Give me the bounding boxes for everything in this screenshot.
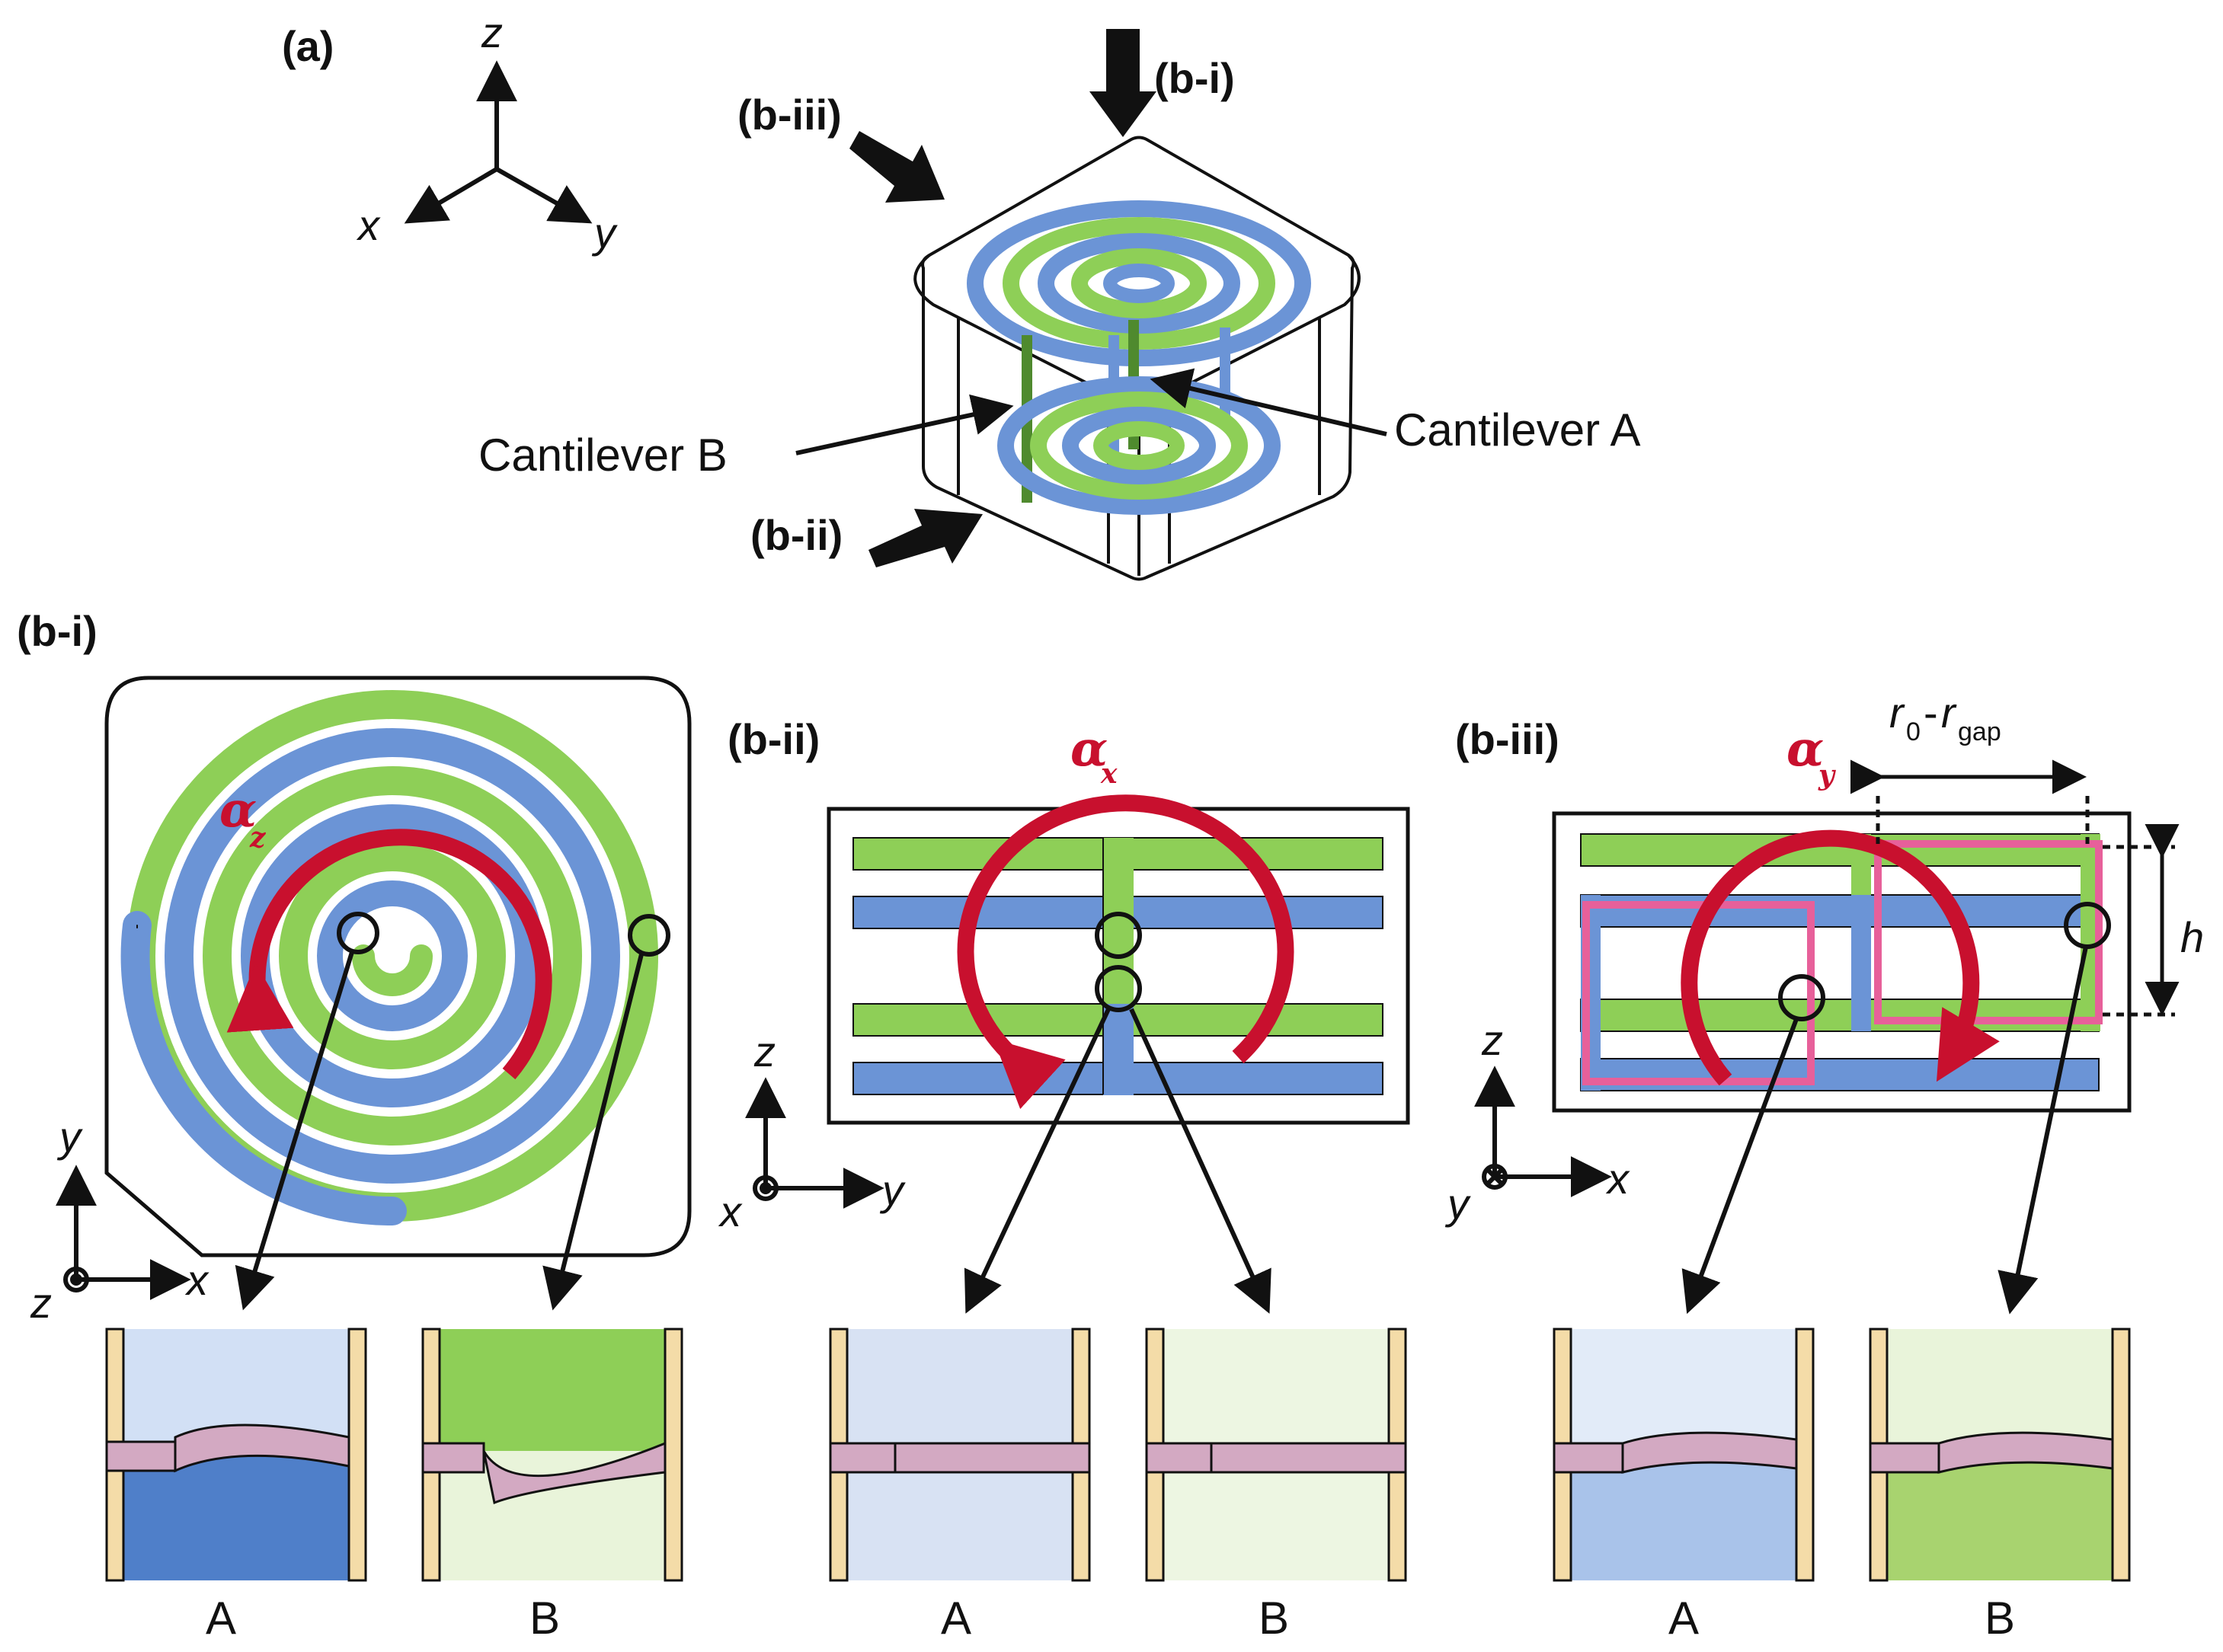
b-ii-layers [852,837,1383,1095]
y-axis-arrow [495,167,593,224]
alpha-z-subscript: z [249,822,267,854]
cantilever-a-label: Cantilever A [1394,404,1641,455]
rotation-arrow-y [1681,829,2000,1086]
view-arrow-b-i [1089,29,1156,137]
panel-a: (a) z x y [282,8,1641,581]
bottom-spiral [997,376,1281,515]
b-i-axis-x: x [184,1256,210,1304]
b-i-axes [56,1165,191,1300]
inset-label-b-iii-a: A [1668,1593,1699,1644]
b-i-axis-z: z [30,1279,52,1327]
view-arrow-b-iii [849,131,945,203]
b-ii-marker-b [1095,965,1142,1012]
b-ii-axis-z: z [753,1027,776,1075]
inset-b-ii-a [829,1328,1091,1582]
axis-triad-a [404,60,593,224]
rotation-arrow-x [957,794,1294,1110]
alpha-z-symbol: α [219,781,257,839]
inset-b-iii-a [1553,1328,1815,1582]
b-iii-pointer-a [1681,1018,1799,1315]
alpha-y-symbol: α [1786,721,1824,778]
b-iii-axis-x: x [1605,1155,1630,1203]
alpha-x-subscript: x [1100,758,1118,790]
dimension-r0-rgap [1850,759,2090,844]
inset-label-b-ii-a: A [941,1593,971,1644]
b-ii-marker-a [1095,912,1142,959]
cantilever-b-pointer [795,394,1014,455]
inset-b-i-b [421,1328,683,1582]
inset-label-b-ii-b: B [1259,1593,1289,1644]
rotation-arrow-z [226,829,552,1080]
view-arrow-b-ii [868,509,983,567]
axis-z-label: z [481,8,503,56]
b-ii-pointer-b [1129,1008,1271,1314]
b-iii-axis-y: y [1444,1180,1471,1228]
b-i-pointer-a [235,951,354,1311]
x-axis-arrow [404,167,498,224]
panel-b-i-label: (b-i) [17,607,98,655]
panel-b-iii-label: (b-iii) [1455,715,1559,763]
b-ii-axis-x: x [718,1187,743,1235]
view-label-b-ii: (b-ii) [750,511,843,559]
dim-rgap-sub: gap [1958,717,2001,746]
inset-b-ii-b [1145,1328,1407,1582]
b-iii-marker-a [1778,974,1825,1021]
inset-label-b-i-a: A [206,1593,236,1644]
b-i-marker-b [628,914,670,957]
alpha-y-subscript: y [1818,759,1836,791]
dimension-h [2103,824,2180,1017]
panel-b-i: (b-i) α z y x z [17,607,692,1327]
cantilever-b-label: Cantilever B [478,430,728,481]
panel-a-label: (a) [282,22,334,70]
panel-b-iii: (b-iii) α y r 0 - r [1444,689,2204,1315]
panel-b-ii-label: (b-ii) [728,715,820,763]
b-ii-axes [745,1077,884,1209]
dim-h: h [2180,913,2204,961]
inset-b-iii-b [1869,1328,2131,1582]
b-i-marker-a [337,912,379,954]
dim-rgap-r: r [1941,689,1957,737]
b-i-axis-y: y [56,1113,83,1161]
view-arrows [849,29,1156,567]
b-ii-axis-y: y [879,1166,906,1214]
axis-x-label: x [356,201,381,249]
b-iii-pointer-b [1998,946,2088,1315]
dim-r0-r: r [1889,689,1905,737]
b-i-pointer-b [542,954,644,1311]
view-label-b-i: (b-i) [1154,54,1235,102]
dim-dash: - [1924,689,1938,737]
b-iii-axes [1474,1066,1612,1197]
dim-r0-sub: 0 [1906,717,1921,746]
b-ii-pointer-a [964,1008,1111,1314]
alpha-x-symbol: α [1070,721,1108,778]
b-iii-marker-b [2064,902,2111,949]
axis-y-label: y [591,209,618,257]
panel-b-ii: (b-ii) α x z y x [718,715,1410,1314]
cantilever-a-pointer [1150,368,1387,436]
view-label-b-iii: (b-iii) [737,91,842,139]
b-iii-axis-z: z [1481,1016,1503,1064]
inset-b-i-a [105,1328,367,1582]
insets: A B A B A B [105,1328,2131,1644]
inset-label-b-i-b: B [529,1593,560,1644]
inset-label-b-iii-b: B [1985,1593,2015,1644]
